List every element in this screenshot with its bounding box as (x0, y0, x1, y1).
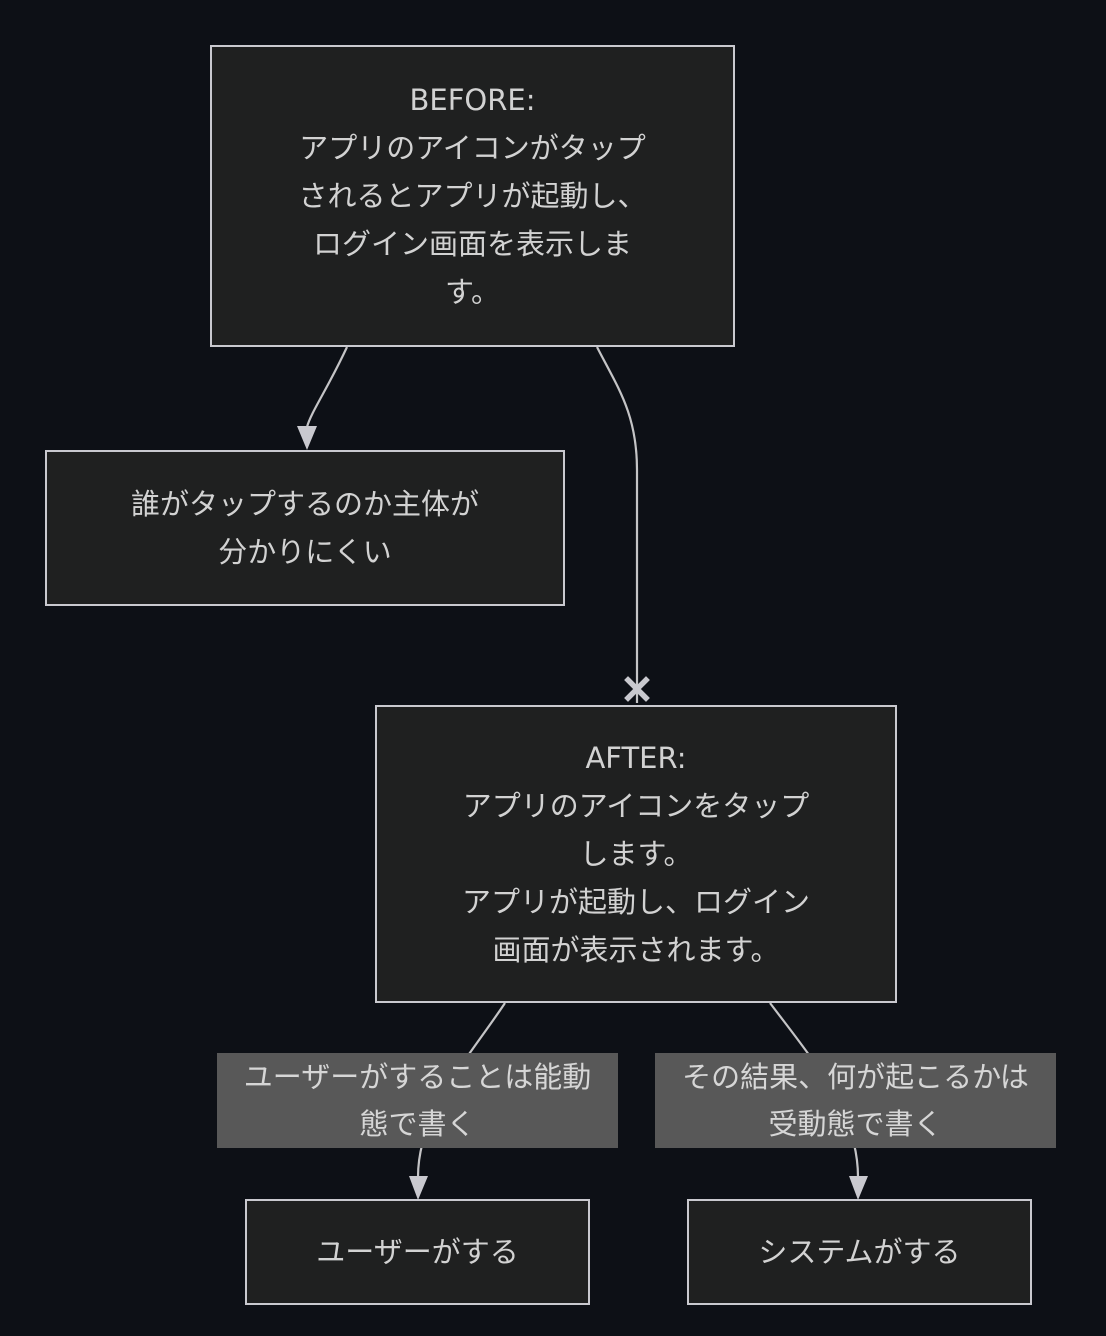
node-user-action: ユーザーがする (245, 1199, 590, 1305)
arrowhead-system-icon (849, 1176, 868, 1200)
edge-before-after (596, 346, 639, 703)
edge-label-active-voice: ユーザーがすることは能動 態で書く (217, 1053, 618, 1148)
edge-label-passive-voice: その結果、何が起こるかは 受動態で書く (655, 1053, 1056, 1148)
edge-before-critique (305, 346, 348, 428)
node-after: AFTER: アプリのアイコンをタップ します。 アプリが起動し、ログイン 画面… (375, 705, 897, 1003)
node-before: BEFORE: アプリのアイコンがタップ されるとアプリが起動し、 ログイン画面… (210, 45, 735, 347)
node-system-action: システムがする (687, 1199, 1032, 1305)
cross-marker-icon (624, 676, 650, 702)
node-critique: 誰がタップするのか主体が 分かりにくい (45, 450, 565, 606)
arrowhead-critique-icon (297, 426, 317, 450)
arrowhead-user-icon (409, 1176, 428, 1200)
